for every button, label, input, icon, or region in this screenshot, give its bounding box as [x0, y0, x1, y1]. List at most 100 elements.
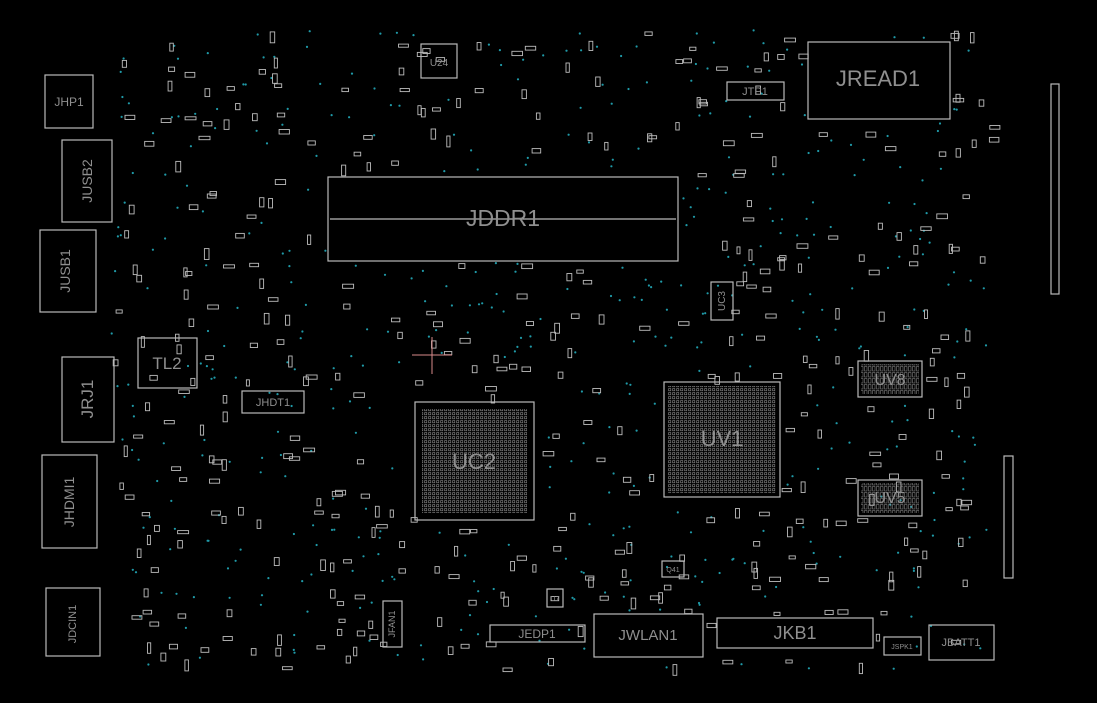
- chip-uv5[interactable]: UV5: [857, 479, 923, 517]
- via: [798, 327, 801, 330]
- connector-jhdmi1[interactable]: JHDMI1: [41, 454, 98, 549]
- via: [570, 460, 573, 463]
- smd-pad: [330, 589, 336, 599]
- smd-pad: [944, 377, 949, 388]
- u7-label: U7: [551, 596, 560, 603]
- smd-pad: [203, 248, 210, 260]
- chip-uv8[interactable]: UV8: [857, 360, 923, 398]
- via: [393, 578, 396, 581]
- smd-pad: [566, 273, 573, 282]
- chip-uc2[interactable]: UC2: [414, 401, 535, 521]
- via: [965, 328, 968, 331]
- via: [354, 431, 357, 434]
- connector-jhp1[interactable]: JHP1: [44, 74, 94, 129]
- via: [357, 536, 360, 539]
- via: [248, 232, 251, 235]
- connector-jread1[interactable]: JREAD1: [807, 41, 951, 120]
- via: [701, 312, 705, 315]
- via: [697, 601, 701, 605]
- smd-pad: [614, 549, 625, 555]
- via: [206, 329, 210, 333]
- connector-jtp1[interactable]: JTP1: [726, 81, 785, 101]
- smd-pad: [336, 628, 343, 636]
- connector-jrj1[interactable]: JRJ1: [61, 356, 115, 443]
- part-u7[interactable]: U7: [546, 588, 564, 608]
- via: [796, 234, 799, 237]
- via: [121, 95, 124, 99]
- connector-jusb1[interactable]: JUSB1: [39, 229, 97, 313]
- smd-pad: [356, 459, 365, 465]
- smd-pad: [706, 622, 717, 629]
- smd-pad: [149, 621, 160, 627]
- right-side-connector[interactable]: [1003, 455, 1014, 579]
- smd-pad: [142, 609, 153, 615]
- connector-jwlan1[interactable]: JWLAN1: [593, 613, 704, 658]
- smd-pad: [567, 348, 573, 359]
- smd-pad: [848, 367, 854, 376]
- via: [350, 355, 353, 358]
- connector-jddr1[interactable]: JDDR1: [327, 176, 679, 262]
- via: [539, 317, 542, 321]
- smd-pad: [222, 411, 228, 423]
- via: [612, 472, 615, 475]
- chip-uv1[interactable]: UV1: [663, 381, 781, 498]
- smd-pad: [750, 132, 763, 138]
- smd-pad: [314, 510, 324, 515]
- via: [290, 404, 293, 408]
- smd-pad: [336, 601, 345, 606]
- chip-u24[interactable]: U24: [420, 43, 458, 79]
- smd-pad: [345, 655, 351, 664]
- via: [955, 108, 958, 111]
- connector-jkb1[interactable]: JKB1: [716, 617, 874, 649]
- chip-uc3[interactable]: UC3: [710, 281, 734, 321]
- via: [114, 270, 117, 273]
- via: [588, 523, 591, 526]
- part-q41[interactable]: Q41: [661, 560, 685, 578]
- smd-pad: [252, 113, 258, 122]
- smd-pad: [951, 246, 960, 252]
- smd-pad: [898, 434, 907, 440]
- via: [273, 55, 276, 58]
- connector-jhdt1[interactable]: JHDT1: [241, 390, 305, 414]
- smd-pad: [274, 83, 283, 88]
- via: [716, 284, 720, 287]
- smd-pad: [485, 641, 497, 648]
- via: [307, 188, 310, 191]
- cursor-crosshair: [412, 337, 452, 374]
- connector-jfan1[interactable]: JFAN1: [382, 600, 403, 648]
- via: [899, 166, 902, 169]
- via: [832, 386, 835, 389]
- via: [292, 648, 295, 652]
- via: [698, 603, 701, 606]
- smd-pad: [940, 334, 950, 340]
- via: [361, 364, 364, 367]
- transformer-tl2[interactable]: TL2: [137, 337, 198, 389]
- via: [582, 442, 585, 445]
- connector-jusb2[interactable]: JUSB2: [61, 139, 113, 223]
- connector-jedp1[interactable]: JEDP1: [489, 624, 586, 643]
- smd-pad: [398, 67, 405, 76]
- smd-pad: [908, 522, 918, 529]
- via: [791, 299, 794, 302]
- connector-jbatt1[interactable]: JBATT1: [928, 624, 995, 661]
- smd-pad: [123, 445, 128, 458]
- smd-pad: [592, 388, 602, 394]
- via: [809, 293, 812, 296]
- smd-pad: [503, 596, 509, 607]
- right-edge-connector[interactable]: [1050, 83, 1060, 295]
- connector-jspk1[interactable]: JSPK1: [883, 636, 922, 656]
- smd-pad: [548, 658, 554, 667]
- connector-jdcin1[interactable]: JDCIN1: [45, 587, 101, 657]
- smd-pad: [221, 459, 227, 471]
- smd-pad: [433, 321, 443, 328]
- via: [732, 557, 735, 560]
- via: [460, 628, 463, 632]
- smd-pad: [554, 322, 560, 334]
- via: [815, 335, 819, 338]
- smd-pad: [863, 350, 870, 362]
- smd-pad: [179, 477, 188, 482]
- smd-pad: [818, 577, 829, 583]
- via: [265, 142, 269, 145]
- smd-pad: [269, 31, 276, 44]
